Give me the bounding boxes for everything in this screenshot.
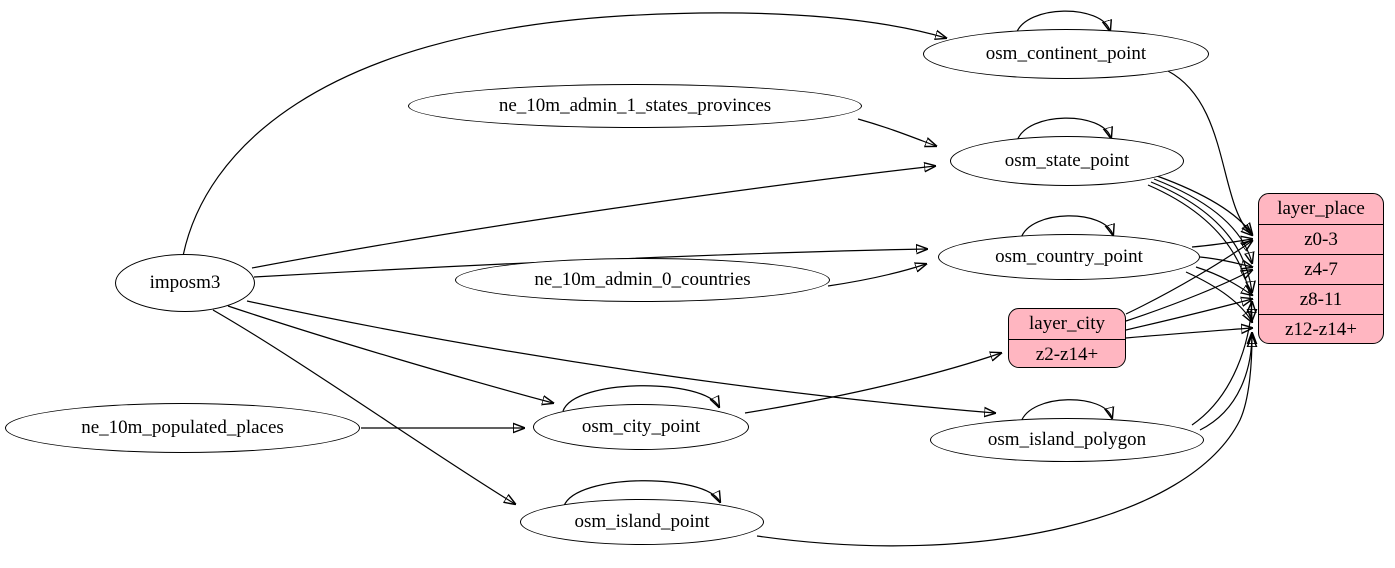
edge-self-loop-osm_country_point (1020, 215, 1113, 239)
layer_city-row-z2-z14: z2-z14+ (1009, 339, 1125, 367)
layer_city-title: layer_city (1029, 313, 1105, 334)
osm_island_polygon-label: osm_island_polygon (987, 429, 1147, 450)
osm_country_point-label: osm_country_point (995, 246, 1143, 267)
edge-layer_city-to-layer_place-z4-7 (1125, 270, 1252, 322)
osm_state_point-label: osm_state_point (1004, 150, 1130, 171)
edge-self-loop-osm_continent_point (1015, 10, 1110, 35)
edge-ne_10m_admin_1_states_provinces-to-osm_state_point (857, 118, 936, 146)
ne_10m_admin_1_states_provinces-label: ne_10m_admin_1_states_provinces (498, 95, 772, 116)
edge-imposm3-to-osm_state_point (251, 166, 935, 269)
edge-ne_10m_admin_0_countries-to-osm_country_point (827, 264, 926, 287)
edge-layer_city-to-layer_place-z8-11 (1125, 299, 1252, 331)
edge-osm_state_point-to-layer_place-z0-3 (1156, 175, 1252, 234)
layer_place-row-z4-7: z4-7 (1259, 254, 1383, 284)
edge-osm_state_point-to-layer_place-z4-7 (1153, 178, 1252, 263)
edge-osm_island_point-to-layer_place-z12-z14 (756, 336, 1252, 547)
node-layer_place: layer_place z0-3 z4-7 z8-11 z12-z14+ (1258, 193, 1384, 344)
edge-imposm3-to-osm_continent_point (182, 12, 946, 257)
edge-osm_state_point-to-layer_place-z8-11 (1150, 181, 1252, 292)
layer_place-row-z8-11: z8-11 (1259, 284, 1383, 314)
edge-imposm3-to-osm_island_point (212, 309, 515, 504)
edge-layer_city-to-layer_place-z12-z14 (1125, 328, 1252, 339)
layer_place-row-z0-3: z0-3 (1259, 224, 1383, 254)
ne_10m_populated_places-label: ne_10m_populated_places (81, 417, 284, 438)
node-imposm3: imposm3 (115, 254, 255, 312)
edge-osm_city_point-to-layer_city-z2-z14 (744, 353, 1001, 414)
node-osm_city_point: osm_city_point (533, 404, 749, 450)
node-osm_island_polygon: osm_island_polygon (930, 418, 1204, 462)
edge-imposm3-to-osm_island_polygon (246, 300, 995, 413)
edge-osm_state_point-to-layer_place-z12-z14 (1147, 184, 1252, 320)
node-osm_country_point: osm_country_point (938, 234, 1200, 280)
node-ne_10m_admin_0_countries: ne_10m_admin_0_countries (455, 258, 830, 302)
osm_island_point-label: osm_island_point (574, 511, 710, 532)
imposm3-label: imposm3 (149, 272, 221, 293)
node-ne_10m_admin_1_states_provinces: ne_10m_admin_1_states_provinces (408, 84, 862, 128)
edge-self-loop-osm_state_point (1016, 117, 1111, 142)
osm_continent_point-label: osm_continent_point (985, 43, 1147, 64)
node-layer_city: layer_city z2-z14+ (1008, 308, 1126, 368)
node-osm_island_point: osm_island_point (520, 499, 764, 545)
layer_place-row-z12-z14: z12-z14+ (1259, 314, 1383, 343)
edge-imposm3-to-osm_city_point (227, 305, 553, 403)
layer_place-title: layer_place (1277, 198, 1365, 219)
ne_10m_admin_0_countries-label: ne_10m_admin_0_countries (534, 269, 751, 290)
edge-osm_country_point-to-layer_place-z4-7 (1199, 256, 1252, 267)
node-ne_10m_populated_places: ne_10m_populated_places (5, 403, 360, 453)
node-osm_continent_point: osm_continent_point (923, 29, 1209, 79)
edge-osm_continent_point-to-layer_place-z0-3 (1167, 70, 1252, 235)
osm_city_point-label: osm_city_point (581, 416, 701, 437)
edge-osm_island_polygon-to-layer_place-z8-11 (1191, 302, 1252, 426)
edge-osm_country_point-to-layer_place-z12-z14 (1185, 271, 1252, 322)
node-osm_state_point: osm_state_point (950, 136, 1184, 186)
edge-self-loop-osm_island_polygon (1020, 399, 1112, 423)
edge-self-loop-osm_island_point (563, 480, 720, 507)
edge-self-loop-osm_city_point (562, 385, 719, 412)
